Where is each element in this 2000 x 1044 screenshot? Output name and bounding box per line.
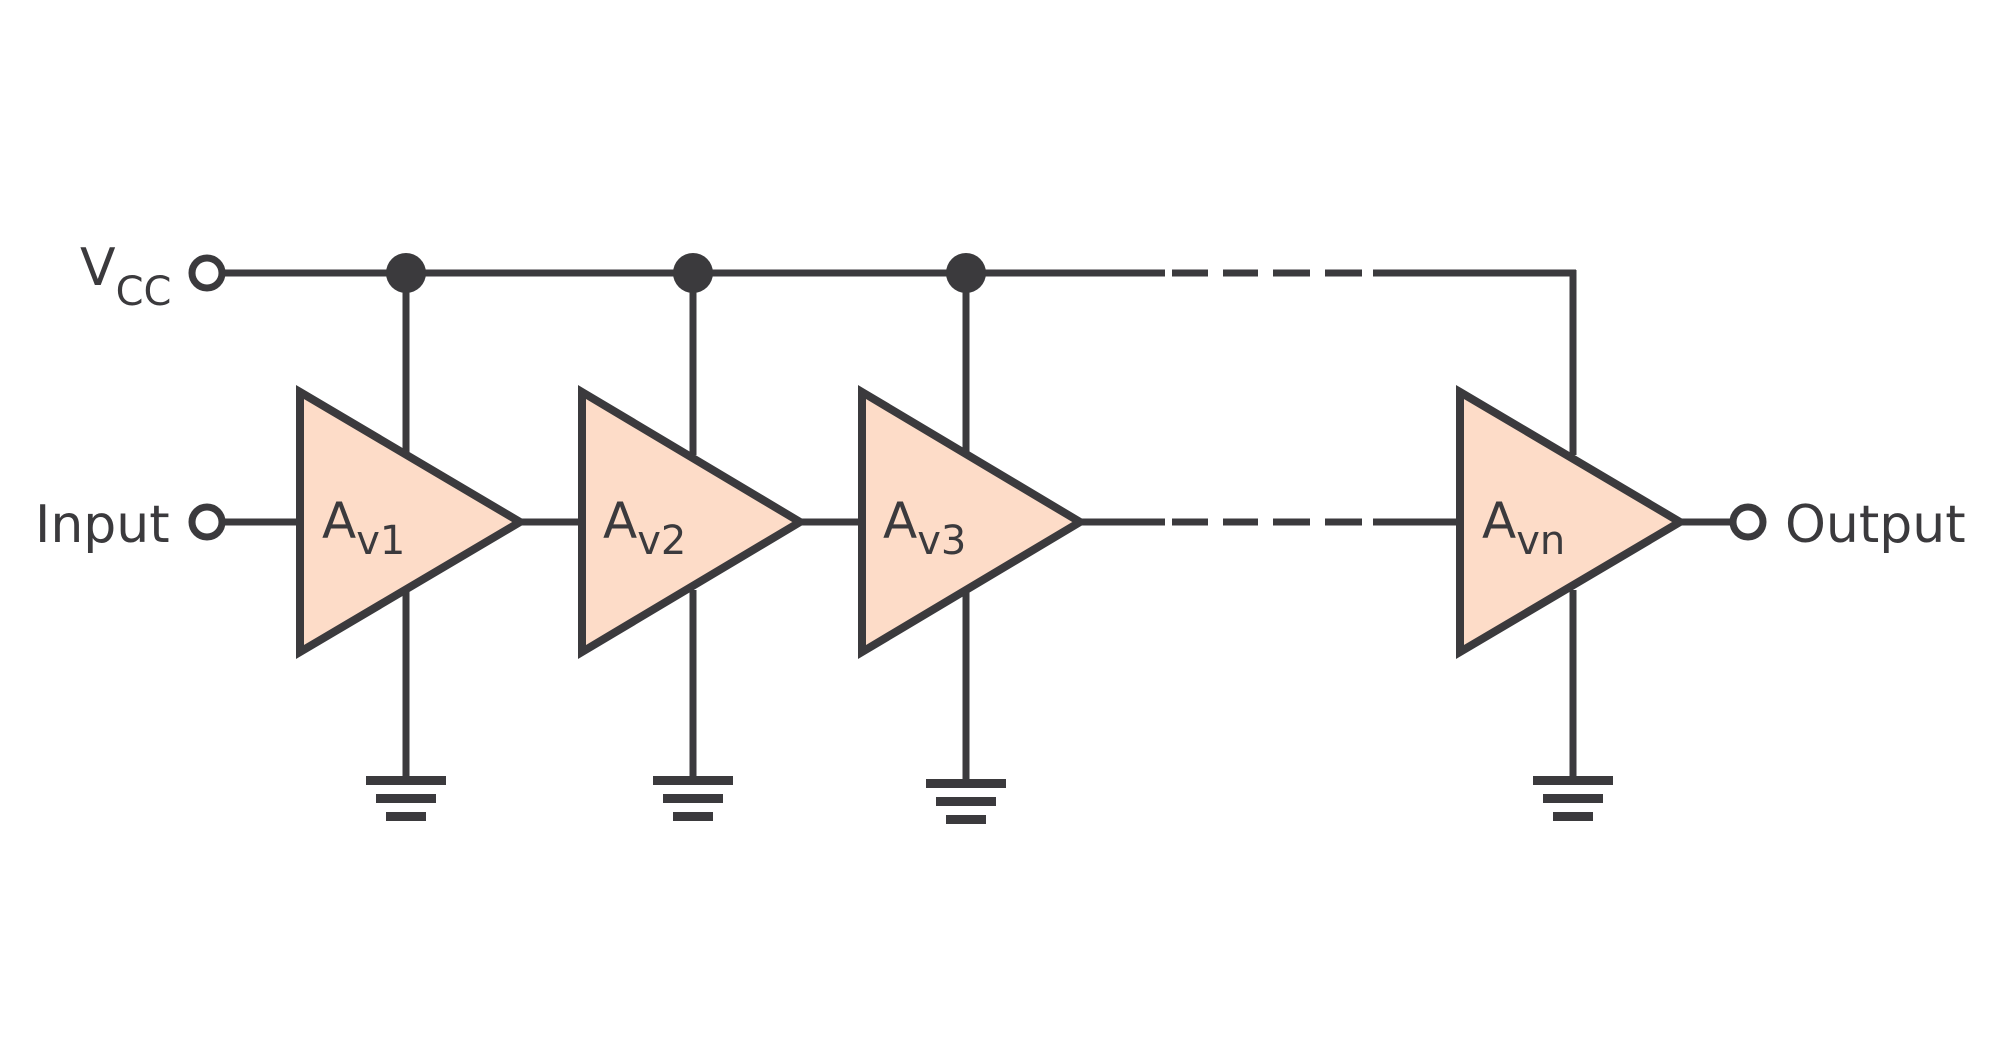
amplifier-3 xyxy=(858,384,1088,660)
junction-dot xyxy=(673,253,713,293)
vcc-label: VCC xyxy=(80,238,171,315)
ground-symbol xyxy=(653,776,733,821)
input-label: Input xyxy=(35,495,170,555)
output-terminal xyxy=(1729,503,1767,541)
amplifier-n-label: Avn xyxy=(1482,492,1565,564)
ground-symbol xyxy=(926,779,1006,824)
input-terminal xyxy=(188,503,226,541)
ground-symbol xyxy=(366,776,446,821)
ground-symbol xyxy=(1533,776,1613,821)
amplifier-2 xyxy=(578,384,808,660)
amplifier-3-label: Av3 xyxy=(883,492,966,564)
junction-dot xyxy=(386,253,426,293)
amplifier-n xyxy=(1456,384,1688,660)
output-label: Output xyxy=(1785,495,1966,555)
amplifier-1-label: Av1 xyxy=(322,492,405,564)
amplifier-1 xyxy=(296,384,528,660)
junction-dot xyxy=(946,253,986,293)
ground-drops xyxy=(402,590,1577,783)
supply-drops xyxy=(402,273,970,455)
amplifier-2-label: Av2 xyxy=(603,492,686,564)
vcc-terminal xyxy=(188,254,226,292)
